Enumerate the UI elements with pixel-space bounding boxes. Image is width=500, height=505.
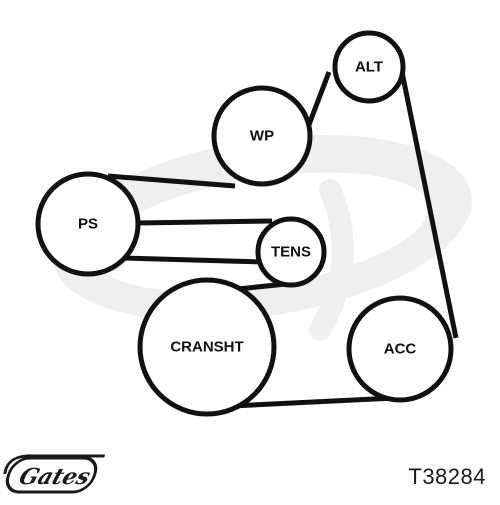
pulley-cranksht	[137, 277, 277, 417]
pulley-label-acc: ACC	[384, 341, 417, 358]
pulley-ps	[35, 171, 141, 277]
gates-logo: Gates	[3, 454, 106, 494]
belt-segment-acc-alt	[399, 71, 459, 339]
pulley-alt	[332, 30, 406, 104]
belt-segment-wp-ps-top	[107, 173, 236, 189]
pulley-labels: ALT WP PS TENS CRANSHT ACC	[78, 59, 416, 358]
pulleys	[35, 30, 454, 417]
pulley-label-cranksht: CRANSHT	[170, 339, 243, 356]
belt-segment-ps-tens-bottom	[123, 255, 263, 265]
pulley-acc	[346, 295, 454, 403]
pulley-label-wp: WP	[250, 128, 274, 145]
pulley-tens	[255, 216, 327, 288]
belt-segment-ps-tens-top	[136, 218, 273, 226]
pulley-label-ps: PS	[78, 216, 98, 233]
part-number: T38284	[408, 464, 486, 489]
belt-segment-cranksht-acc	[231, 395, 396, 409]
pulley-label-alt: ALT	[355, 59, 383, 76]
pulley-wp	[211, 85, 313, 187]
pulley-label-tens: TENS	[271, 244, 311, 261]
svg-text:Gates: Gates	[16, 465, 94, 490]
